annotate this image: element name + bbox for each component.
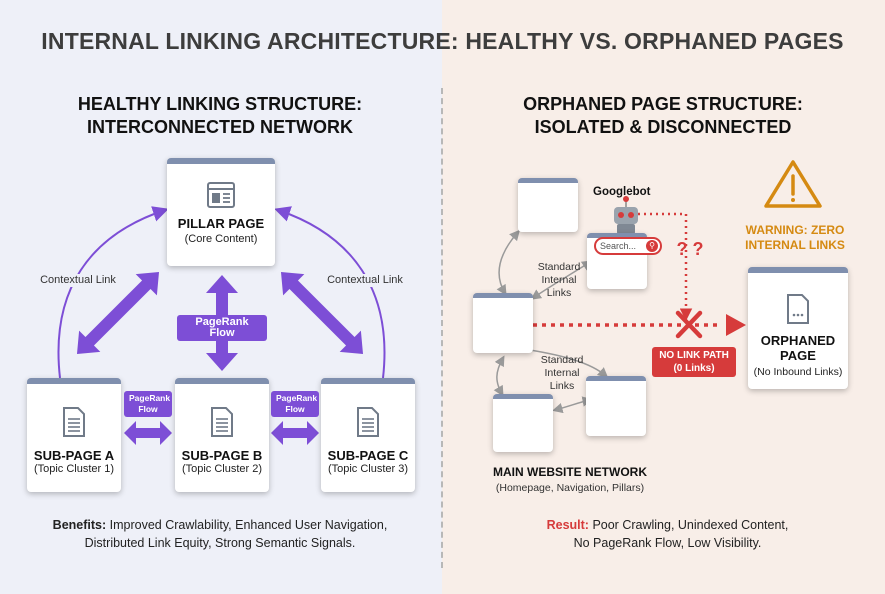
- result-label: Result:: [546, 518, 589, 532]
- googlebot-robot-icon: [614, 196, 638, 234]
- standard-links-label-bottom: Standard Internal Links: [537, 354, 587, 393]
- pillar-page-subtitle: (Core Content): [184, 233, 258, 245]
- contextual-link-curve-right: [274, 206, 386, 379]
- document-icon: [787, 294, 809, 324]
- standard-links-bottom-line1: Standard: [540, 354, 584, 366]
- standard-link-curve-4: [552, 396, 593, 414]
- benefits-text: Benefits: Improved Crawlability, Enhance…: [10, 516, 430, 552]
- result-text: Result: Poor Crawling, Unindexed Content…: [450, 516, 885, 552]
- pagerank-flow-badge-left: PageRank Flow: [124, 391, 172, 417]
- healthy-section-title: HEALTHY LINKING STRUCTURE: INTERCONNECTE…: [20, 93, 420, 139]
- sub-page-c-title: SUB-PAGE C: [327, 448, 409, 463]
- googlebot-label: Googlebot: [593, 186, 651, 198]
- contextual-link-label-right: Contextual Link: [320, 274, 410, 287]
- pagerank-arrow-subpage-a-b: [124, 421, 172, 445]
- orphaned-section-title: ORPHANED PAGE STRUCTURE: ISOLATED & DISC…: [463, 93, 863, 139]
- main-title: INTERNAL LINKING ARCHITECTURE: HEALTHY V…: [41, 28, 844, 54]
- result-text-1: Poor Crawling, Unindexed Content,: [588, 518, 789, 532]
- sub-page-c-subtitle: (Topic Cluster 3): [327, 463, 409, 475]
- standard-links-bottom-line3: Links: [549, 380, 575, 392]
- pagerank-arrow-pillar-subpage-c: [280, 271, 364, 355]
- contextual-link-label-left: Contextual Link: [33, 274, 123, 287]
- document-icon: [63, 407, 85, 437]
- result-line1: Result: Poor Crawling, Unindexed Content…: [450, 516, 885, 534]
- pagerank-flow-left-line2: Flow: [138, 404, 158, 414]
- standard-link-curve-2: [530, 260, 593, 300]
- pillar-page-card: PILLAR PAGE (Core Content): [167, 158, 275, 266]
- result-line2: No PageRank Flow, Low Visibility.: [573, 536, 762, 550]
- document-icon: [357, 407, 379, 437]
- no-link-cross-icon: [675, 310, 703, 339]
- contextual-link-curve-left: [57, 206, 169, 379]
- standard-link-curve-5: [529, 349, 609, 378]
- orphaned-title-line2: ISOLATED & DISCONNECTED: [534, 117, 792, 137]
- pagerank-flow-left-line1: PageRank: [129, 393, 171, 403]
- sub-page-a-subtitle: (Topic Cluster 1): [33, 463, 115, 475]
- no-link-line1: NO LINK PATH: [659, 350, 729, 361]
- pagerank-flow-right-line1: PageRank: [276, 393, 318, 403]
- standard-links-top-line1: Standard: [537, 261, 581, 273]
- search-input[interactable]: Search... ⚲: [594, 237, 662, 255]
- no-link-line2: (0 Links): [673, 363, 715, 374]
- orphaned-title-line1: ORPHANED PAGE STRUCTURE:: [523, 94, 803, 114]
- orphaned-page-card: ORPHANED PAGE (No Inbound Links): [748, 267, 848, 389]
- network-page-card-3: [473, 293, 533, 353]
- orphaned-title-line2: PAGE: [780, 348, 816, 363]
- sub-page-a-title: SUB-PAGE A: [33, 448, 115, 463]
- pagerank-arrow-pillar-subpage-a: [76, 271, 160, 355]
- network-page-card-5: [586, 376, 646, 436]
- network-subtitle: (Homepage, Navigation, Pillars): [495, 482, 645, 494]
- standard-links-top-line3: Links: [546, 287, 572, 299]
- no-link-path-badge: NO LINK PATH (0 Links): [652, 347, 736, 377]
- standard-link-curve-3: [493, 355, 505, 397]
- orphaned-page-title: ORPHANED PAGE: [748, 333, 848, 363]
- pillar-page-title: PILLAR PAGE: [177, 216, 265, 231]
- benefits-line1: Benefits: Improved Crawlability, Enhance…: [10, 516, 430, 534]
- benefits-line2: Distributed Link Equity, Strong Semantic…: [84, 536, 356, 550]
- sub-page-b-subtitle: (Topic Cluster 2): [181, 463, 263, 475]
- network-page-card-4: [493, 394, 553, 452]
- standard-links-bottom-line2: Internal: [544, 367, 580, 379]
- warning-line1: WARNING: ZERO: [745, 223, 845, 237]
- sub-page-c-card: SUB-PAGE C (Topic Cluster 3): [321, 378, 415, 492]
- network-title: MAIN WEBSITE NETWORK: [493, 465, 647, 479]
- healthy-title-line1: HEALTHY LINKING STRUCTURE:: [77, 94, 363, 114]
- sub-page-b-title: SUB-PAGE B: [181, 448, 263, 463]
- benefits-text-1: Improved Crawlability, Enhanced User Nav…: [106, 518, 388, 532]
- warning-triangle-icon: [764, 160, 822, 208]
- sub-page-a-card: SUB-PAGE A (Topic Cluster 1): [27, 378, 121, 492]
- standard-links-label-top: Standard Internal Links: [534, 261, 584, 300]
- healthy-title-line2: INTERCONNECTED NETWORK: [87, 117, 353, 137]
- webpage-icon: [207, 182, 235, 208]
- pagerank-flow-badge-right: PageRank Flow: [271, 391, 319, 417]
- googlebot-dotted-path: [632, 212, 693, 321]
- search-icon: ⚲: [646, 240, 658, 252]
- warning-text: WARNING: ZERO INTERNAL LINKS: [738, 223, 852, 253]
- pagerank-flow-right-line2: Flow: [285, 404, 305, 414]
- pagerank-flow-badge-center: PageRank Flow: [177, 315, 267, 341]
- orphaned-title-line1: ORPHANED: [760, 333, 836, 348]
- standard-link-curve-1: [496, 229, 520, 296]
- pagerank-arrow-subpage-b-c: [271, 421, 319, 445]
- benefits-label: Benefits:: [52, 518, 107, 532]
- document-icon: [211, 407, 233, 437]
- panel-divider: [441, 88, 443, 568]
- orphaned-page-subtitle: (No Inbound Links): [753, 366, 843, 378]
- search-placeholder: Search...: [600, 241, 637, 251]
- network-page-card-1: [518, 178, 578, 232]
- no-link-arrowhead: [726, 314, 746, 336]
- question-marks: ? ?: [676, 239, 704, 259]
- sub-page-b-card: SUB-PAGE B (Topic Cluster 2): [175, 378, 269, 492]
- warning-line2: INTERNAL LINKS: [745, 238, 845, 252]
- standard-links-top-line2: Internal: [541, 274, 577, 286]
